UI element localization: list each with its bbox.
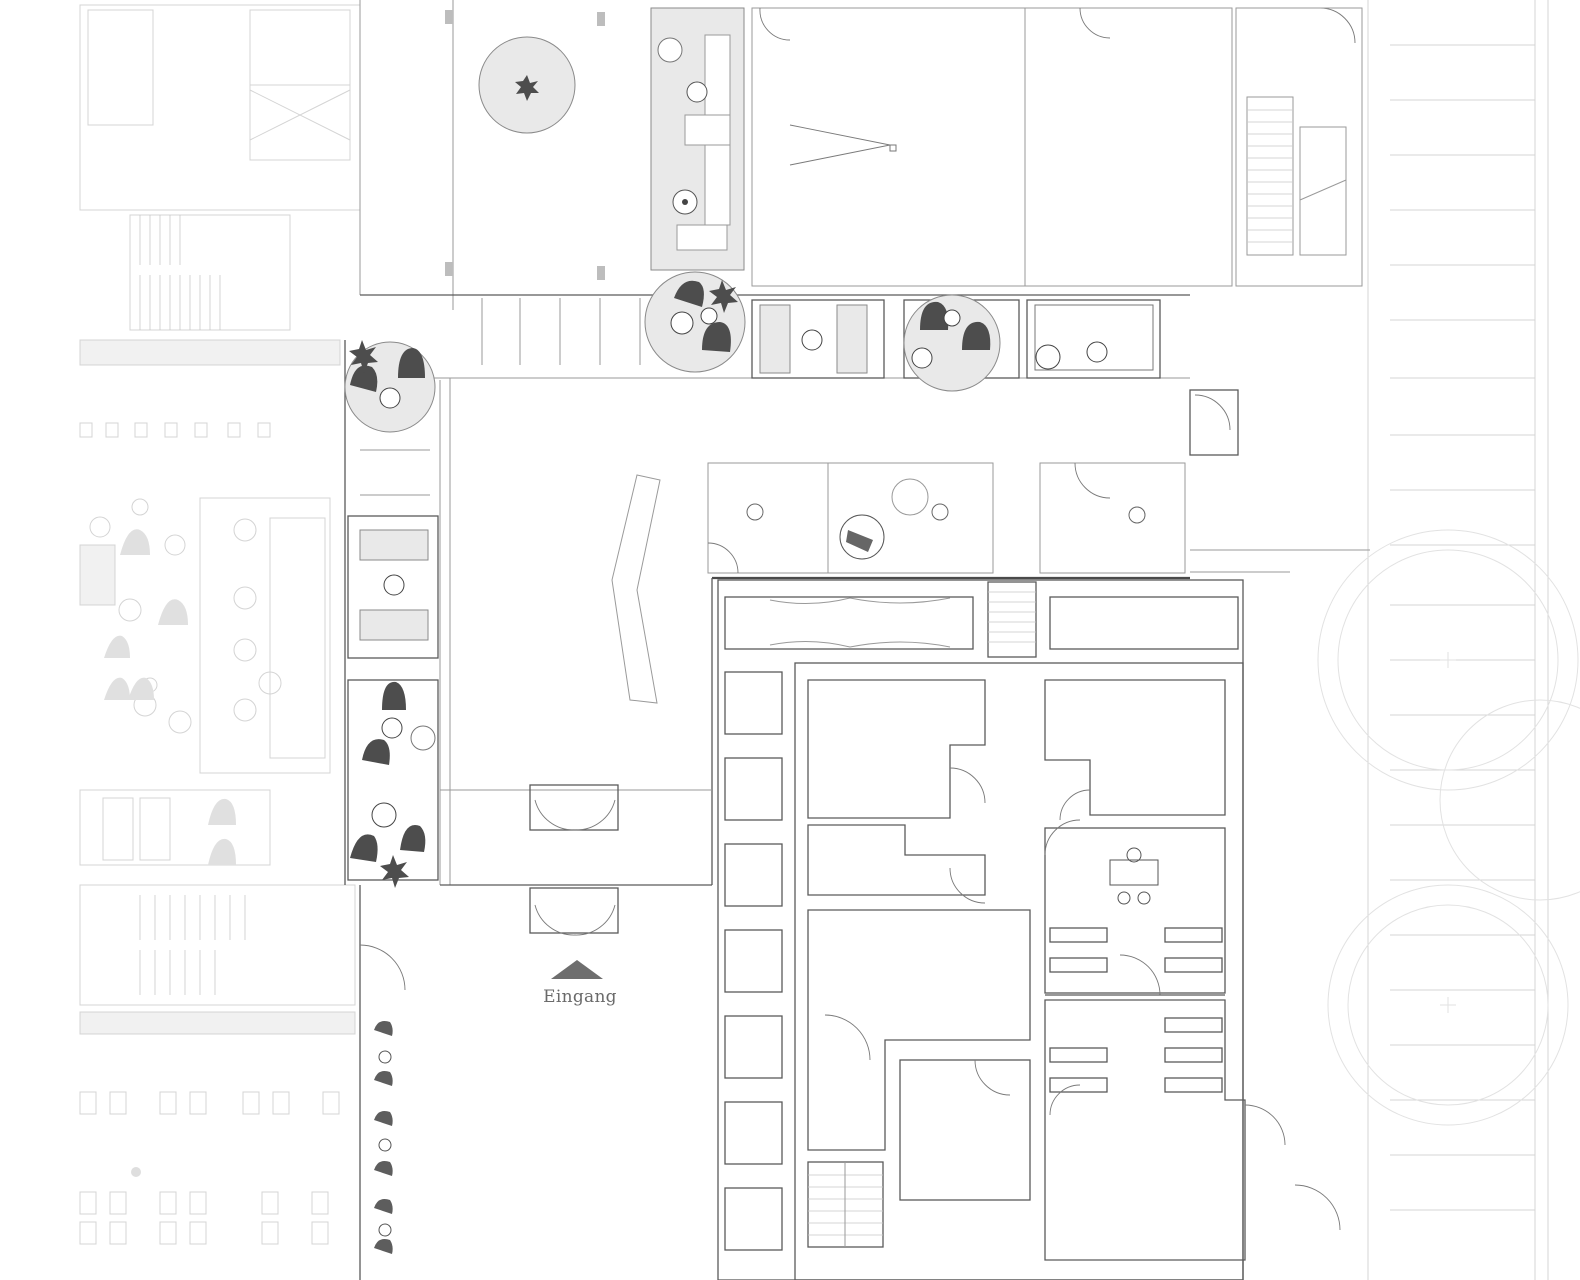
tree-canopy-icon xyxy=(1439,699,1580,901)
entrance-marker: Eingang xyxy=(543,960,617,1007)
plant-icon xyxy=(515,75,539,101)
tree-canopy-icon xyxy=(1327,884,1569,1126)
southeast-building xyxy=(717,579,1341,1280)
right-street-context xyxy=(1317,0,1580,1280)
tree-canopy-icon xyxy=(1317,529,1579,791)
left-building-context xyxy=(79,4,361,1245)
top-rooms xyxy=(359,0,1363,310)
entrance-label: Eingang xyxy=(543,987,617,1007)
central-hall xyxy=(440,378,1370,936)
plant-icon xyxy=(380,855,409,888)
triangle-up-icon xyxy=(551,960,603,979)
north-seating xyxy=(360,271,1190,392)
west-seating xyxy=(344,340,441,888)
plant-icon xyxy=(709,280,738,313)
plant-icon xyxy=(349,340,378,373)
forecourt xyxy=(359,885,406,1280)
